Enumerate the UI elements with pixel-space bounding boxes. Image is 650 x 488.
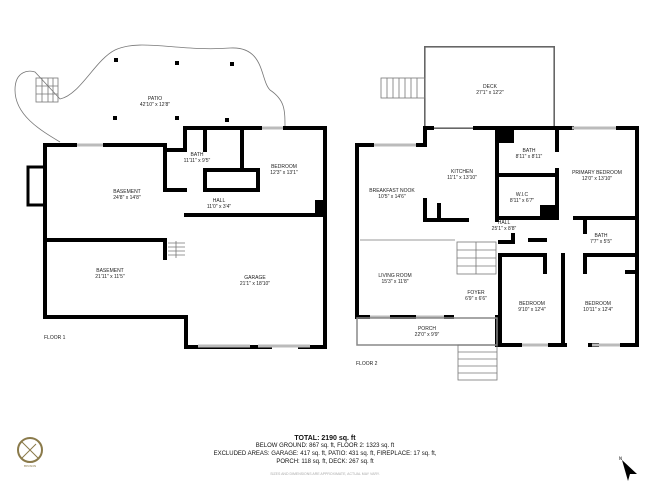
room-dims: 12'3" x 13'1" [270, 170, 298, 176]
room-name: PATIO [148, 96, 162, 102]
room-name: BREAKFAST NOOK [369, 188, 415, 194]
room-name: LIVING ROOM [378, 273, 411, 279]
room-dims: 27'1" x 12'2" [476, 90, 504, 96]
room-name: BEDROOM [519, 301, 545, 307]
area-breakdown: BELOW GROUND: 867 sq. ft, FLOOR 2: 1323 … [255, 443, 395, 449]
room-dims: 9'10" x 12'4" [518, 307, 546, 313]
room-name: HALL [498, 220, 511, 226]
patio-posts [113, 58, 234, 122]
total-area: TOTAL: 2190 sq. ft [294, 435, 356, 442]
room-name: PRIMARY BEDROOM [572, 170, 622, 176]
room-name: HALL [213, 198, 226, 204]
porch-outline [356, 317, 498, 346]
room-dims: 22'0" x 9'9" [415, 332, 440, 338]
room-dims: 21'11" x 11'5" [95, 274, 125, 280]
deck-stairs [380, 77, 426, 99]
floor-1-label: FLOOR 1 [44, 335, 66, 341]
room-name: BEDROOM [271, 164, 297, 170]
north-arrow-icon: N [619, 456, 637, 481]
excluded-areas: EXCLUDED AREAS: GARAGE: 417 sq. ft, PATI… [213, 451, 437, 457]
floor-1-walls [43, 126, 327, 349]
room-name: BATH [523, 148, 536, 154]
logo-text: ENVISION [24, 464, 36, 468]
patio-stairs [35, 77, 59, 103]
room-dims: 25'1" x 8'8" [492, 226, 517, 232]
room-dims: 11'1" x 13'10" [447, 175, 477, 181]
room-name: KITCHEN [451, 169, 473, 175]
fireplace [26, 165, 47, 207]
porch-stairs [457, 344, 498, 381]
floor-1-plan: PATIO 42'10" x 12'8" BATH 11'11" x 9'5" … [14, 44, 327, 349]
room-dims: 24'8" x 14'8" [113, 195, 141, 201]
room-name: BASEMENT [96, 268, 124, 274]
basement-stairs [168, 241, 185, 258]
room-name: DECK [483, 84, 498, 90]
north-label: N [619, 456, 622, 461]
room-dims: 21'1" x 18'10" [240, 281, 270, 287]
excluded-areas-cont: PORCH: 118 sq. ft, DECK: 267 sq. ft [276, 459, 374, 465]
room-dims: 6'9" x 6'6" [465, 296, 487, 302]
room-name: BASEMENT [113, 189, 141, 195]
floor-2-plan: DECK 27'1" x 12'2" KITCHEN 11'1" x 13'10… [355, 46, 639, 381]
room-dims: 15'3" x 11'8" [381, 279, 408, 285]
room-dims: 42'10" x 12'8" [140, 102, 170, 108]
room-name: BATH [191, 152, 204, 158]
room-dims: 10'11" x 12'4" [583, 307, 613, 313]
floor-2-label: FLOOR 2 [356, 361, 378, 367]
room-dims: 11'0" x 3'4" [207, 204, 231, 210]
room-dims: 8'11" x 8'11" [516, 154, 543, 160]
floor-2-walls [355, 126, 639, 347]
company-logo: ENVISION [17, 437, 43, 468]
room-name: GARAGE [244, 275, 266, 281]
room-name: PORCH [418, 326, 436, 332]
room-name: W.I.C [516, 192, 529, 198]
room-dims: 12'0" x 13'10" [582, 176, 612, 182]
patio-outline [14, 44, 286, 143]
disclaimer: SIZES AND DIMENSIONS ARE APPROXIMATE, AC… [270, 472, 380, 476]
room-dims: 11'11" x 9'5" [184, 158, 211, 164]
room-name: FOYER [467, 290, 485, 296]
room-dims: 10'5" x 14'6" [378, 194, 406, 200]
room-dims: 8'11" x 6'7" [510, 198, 534, 204]
room-dims: 7'7" x 5'5" [590, 239, 612, 245]
interior-stairs [456, 241, 497, 275]
room-name: BATH [595, 233, 608, 239]
room-name: BEDROOM [585, 301, 611, 307]
